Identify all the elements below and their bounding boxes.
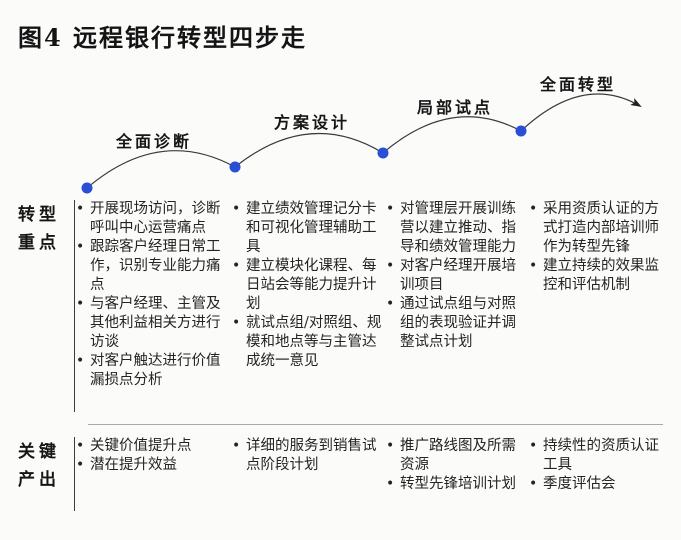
- stage-label-design: 方案设计: [274, 113, 351, 132]
- journey-arc-design: [234, 132, 384, 168]
- bullet-item: 采用资质认证的方式打造内部培训师作为转型先锋: [528, 200, 667, 257]
- row-label-focus: 转型 重点: [18, 200, 74, 412]
- output-columns: 关键价值提升点 潜在提升效益 详细的服务到销售试点阶段计划 推广路线图及所需资源…: [75, 437, 667, 511]
- bullet-list-design-output: 详细的服务到销售试点阶段计划: [231, 437, 385, 475]
- row-label-line: 重点: [18, 233, 60, 253]
- bullet-list-transformation-output: 持续性的资质认证工具 季度评估会: [528, 437, 667, 494]
- bullet-item: 就试点组/对照组、规模和地点等与主管达成统一意见: [231, 314, 385, 371]
- bullet-item: 开展现场访问，诊断呼叫中心运营痛点: [75, 200, 231, 238]
- stage-dot-1: [81, 182, 93, 194]
- row-label-line: 转型: [18, 205, 60, 225]
- journey-curve: [81, 93, 642, 194]
- stage-label-pilot: 局部试点: [417, 98, 494, 117]
- bullet-item: 与客户经理、主管及其他利益相关方进行访谈: [75, 295, 231, 352]
- stage-label-transformation: 全面转型: [540, 75, 617, 94]
- bullet-item: 持续性的资质认证工具: [528, 437, 667, 475]
- bullet-item: 季度评估会: [528, 475, 667, 494]
- bullet-list-design: 建立绩效管理记分卡和可视化管理辅助工具 建立模块化课程、每日站会等能力提升计划 …: [231, 200, 385, 371]
- bullet-item: 建立持续的效果监控和评估机制: [528, 257, 667, 295]
- stage-label-diagnosis: 全面诊断: [116, 132, 193, 151]
- bullet-item: 对客户经理开展培训项目: [385, 257, 528, 295]
- bullet-list-diagnosis-output: 关键价值提升点 潜在提升效益: [75, 437, 231, 475]
- bullet-item: 对管理层开展训练营以建立推动、指导和绩效管理能力: [385, 200, 528, 257]
- bullet-item: 潜在提升效益: [75, 456, 231, 475]
- figure-title: 图4 远程银行转型四步走: [18, 23, 308, 52]
- bullet-item: 建立绩效管理记分卡和可视化管理辅助工具: [231, 200, 385, 257]
- bullet-item: 对客户触达进行价值漏损点分析: [75, 352, 231, 390]
- focus-columns: 开展现场访问，诊断呼叫中心运营痛点 跟踪客户经理日常工作，识别专业能力痛点 与客…: [75, 200, 667, 412]
- bullet-list-pilot-output: 推广路线图及所需资源 转型先锋培训计划: [385, 437, 528, 494]
- journey-arc-diagnosis: [86, 150, 236, 189]
- stage-dot-3: [377, 147, 389, 159]
- bullet-item: 转型先锋培训计划: [385, 475, 528, 494]
- bullet-item: 跟踪客户经理日常工作，识别专业能力痛点: [75, 238, 231, 295]
- bullet-item: 详细的服务到销售试点阶段计划: [231, 437, 385, 475]
- bullet-item: 关键价值提升点: [75, 437, 231, 456]
- journey-arc-pilot: [382, 116, 522, 154]
- bullet-list-pilot: 对管理层开展训练营以建立推动、指导和绩效管理能力 对客户经理开展培训项目 通过试…: [385, 200, 528, 352]
- row-label-line: 关键: [18, 442, 60, 462]
- row-label-line: 产出: [18, 470, 60, 490]
- output-row: 关键 产出 关键价值提升点 潜在提升效益 详细的服务到销售试点阶段计划 推广路线…: [18, 437, 667, 511]
- stage-dot-2: [229, 161, 241, 173]
- row-label-output: 关键 产出: [18, 437, 74, 511]
- section-divider: [88, 424, 663, 425]
- bullet-list-diagnosis: 开展现场访问，诊断呼叫中心运营痛点 跟踪客户经理日常工作，识别专业能力痛点 与客…: [75, 200, 231, 390]
- stage-dot-4: [515, 125, 527, 137]
- focus-row: 转型 重点 开展现场访问，诊断呼叫中心运营痛点 跟踪客户经理日常工作，识别专业能…: [18, 200, 667, 412]
- bullet-item: 推广路线图及所需资源: [385, 437, 528, 475]
- bullet-item: 通过试点组与对照组的表现验证并调整试点计划: [385, 295, 528, 352]
- bullet-item: 建立模块化课程、每日站会等能力提升计划: [231, 257, 385, 314]
- journey-arc-transformation: [520, 93, 642, 132]
- bullet-list-transformation: 采用资质认证的方式打造内部培训师作为转型先锋 建立持续的效果监控和评估机制: [528, 200, 667, 295]
